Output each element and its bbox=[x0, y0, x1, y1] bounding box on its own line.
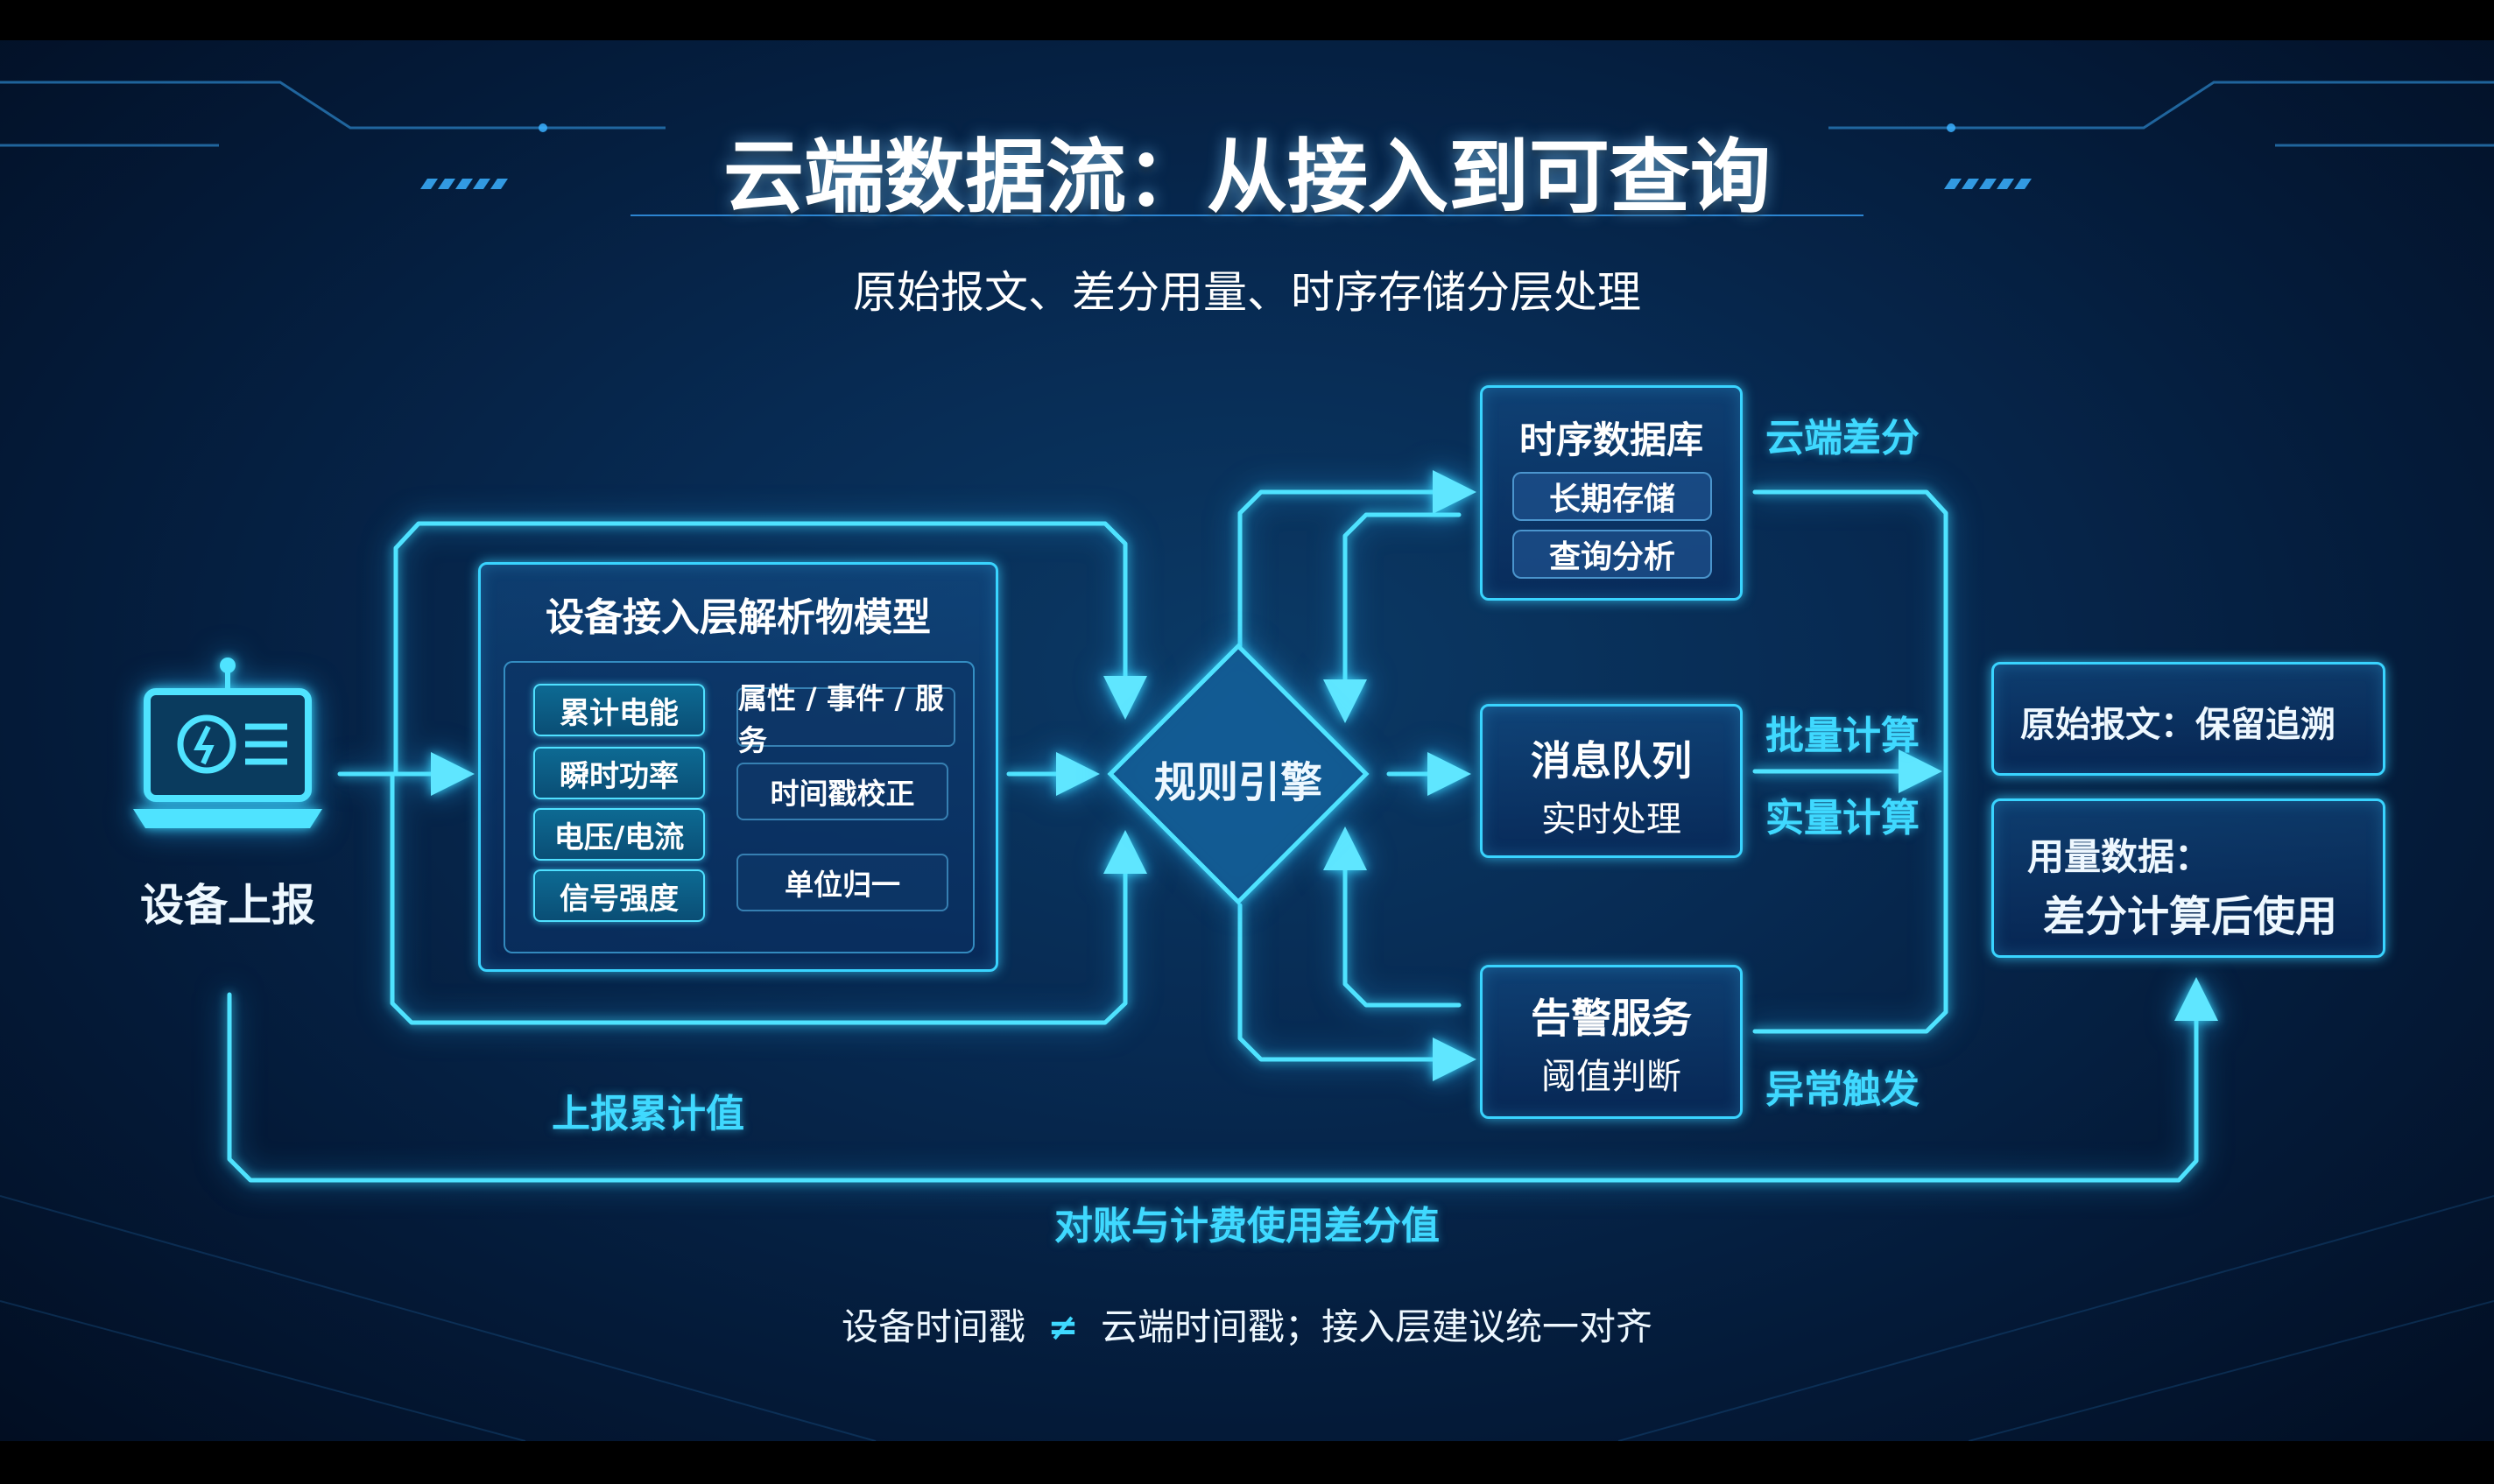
raw-output-panel: 原始报文：保留追溯 bbox=[1991, 662, 2385, 776]
metric-chip: 信号强度 bbox=[533, 869, 705, 922]
page-title: 云端数据流：从接入到可查询 bbox=[722, 130, 1771, 224]
device-laptop-icon bbox=[133, 658, 322, 828]
function-chip: 单位归一 bbox=[736, 854, 948, 911]
rule-engine-label: 规则引擎 bbox=[1153, 758, 1322, 807]
metric-chip: 瞬时功率 bbox=[533, 747, 705, 799]
cloud-diff-label: 云端差分 bbox=[1765, 416, 1920, 461]
function-chip: 时间戳校正 bbox=[736, 763, 948, 820]
tsdb-item: 长期存储 bbox=[1512, 472, 1712, 521]
mq-subtitle: 实时处理 bbox=[1541, 799, 1681, 840]
alert-subtitle: 阈值判断 bbox=[1541, 1057, 1681, 1097]
report-cumulative-label: 上报累计值 bbox=[552, 1092, 744, 1136]
alert-panel: 告警服务 阈值判断 bbox=[1480, 965, 1743, 1119]
page-subtitle: 原始报文、差分用量、时序存储分层处理 bbox=[853, 267, 1641, 318]
tsdb-item: 查询分析 bbox=[1512, 530, 1712, 579]
not-equal-symbol: ≠ bbox=[1047, 1305, 1079, 1348]
metric-chip: 累计电能 bbox=[533, 684, 705, 736]
access-layer-title: 设备接入层解析物模型 bbox=[546, 595, 931, 640]
header-frame-decoration bbox=[0, 81, 2494, 1441]
mq-title: 消息队列 bbox=[1531, 737, 1692, 784]
tsdb-title: 时序数据库 bbox=[1518, 418, 1703, 461]
usage-output-line2: 差分计算后使用 bbox=[2043, 892, 2338, 941]
timestamp-note-right: 云端时间戳；接入层建议统一对齐 bbox=[1100, 1305, 1652, 1348]
diagram-canvas: 设备上报 设备接入层解析物模型 累计电能 瞬时功率 电压/电流 信号强度 属性 … bbox=[0, 40, 2494, 1441]
raw-output-text: 原始报文：保留追溯 bbox=[2020, 705, 2335, 745]
mq-panel: 消息队列 实时处理 bbox=[1480, 704, 1743, 858]
function-chip: 属性 / 事件 / 服务 bbox=[736, 681, 955, 757]
device-label: 设备上报 bbox=[140, 880, 315, 931]
batch-calc-label: 批量计算 bbox=[1765, 714, 1920, 758]
billing-label: 对账与计费使用差分值 bbox=[1054, 1204, 1440, 1248]
flow-connectors bbox=[227, 470, 2218, 1183]
alert-title: 告警服务 bbox=[1531, 995, 1692, 1042]
usage-output-line1: 用量数据： bbox=[2027, 835, 2212, 878]
timestamp-note: 设备时间戳 ≠ 云端时间戳；接入层建议统一对齐 bbox=[0, 1298, 2494, 1351]
usage-output-panel: 用量数据： 差分计算后使用 bbox=[1991, 798, 2385, 958]
access-layer-panel: 设备接入层解析物模型 累计电能 瞬时功率 电压/电流 信号强度 属性 / 事件 … bbox=[478, 562, 998, 972]
metric-chip: 电压/电流 bbox=[533, 808, 705, 861]
realtime-calc-label: 实量计算 bbox=[1765, 796, 1920, 840]
anomaly-label: 异常触发 bbox=[1765, 1067, 1920, 1112]
tsdb-panel: 时序数据库 长期存储 查询分析 bbox=[1480, 385, 1743, 601]
rule-engine-diamond bbox=[1107, 643, 1370, 905]
timestamp-note-left: 设备时间戳 bbox=[842, 1305, 1026, 1348]
